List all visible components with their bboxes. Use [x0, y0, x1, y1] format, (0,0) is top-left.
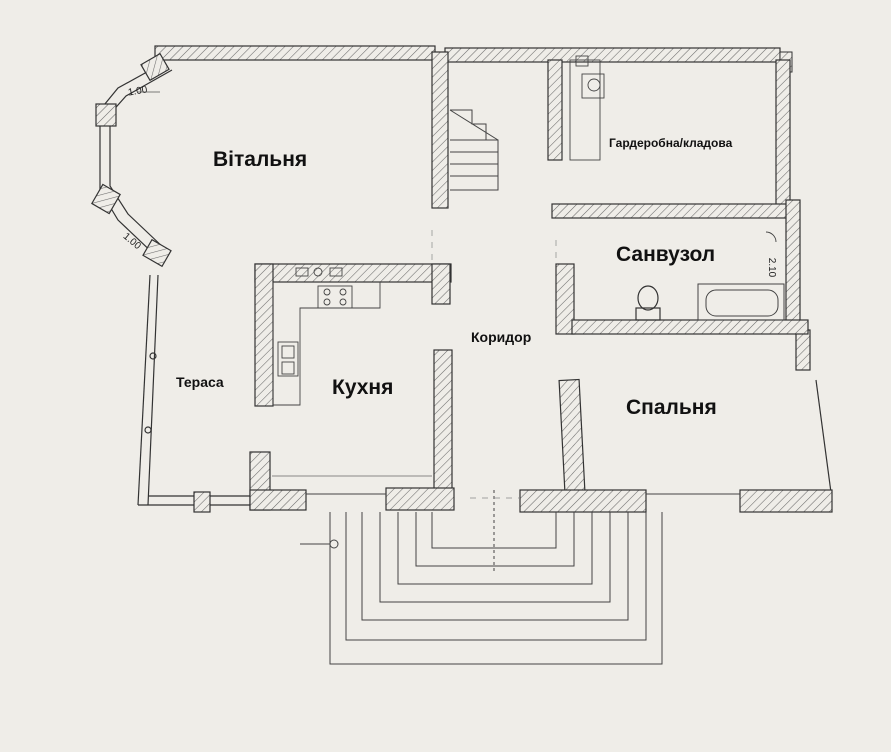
wall-top [154, 45, 793, 73]
wall-bottom [249, 451, 833, 513]
dimension-bath-wall: 2.10 [766, 257, 778, 278]
staircase [449, 109, 499, 191]
bathtub [697, 283, 785, 321]
kitchen-counter [272, 267, 381, 406]
room-label-wardrobe: Гардеробна/кладова [609, 136, 733, 150]
wall-right [785, 199, 833, 501]
room-label-bedroom: Спальня [626, 396, 717, 419]
toilet [635, 285, 661, 321]
room-label-corridor: Коридор [471, 329, 532, 345]
wardrobe-walls [547, 59, 793, 219]
room-label-bathroom: Санвузол [616, 243, 716, 266]
kitchen-walls [254, 263, 453, 491]
bath-door-arc [765, 231, 777, 243]
room-label-terrace: Тераса [176, 374, 224, 390]
bay-window [91, 52, 173, 268]
bathroom-walls [555, 263, 809, 335]
wardrobe-fixture [575, 55, 605, 99]
bedroom-left-wall [558, 378, 586, 494]
room-label-kitchen: Кухня [332, 376, 394, 399]
terrace [137, 274, 250, 513]
stair-wall [431, 51, 449, 209]
room-label-living: Вітальня [213, 148, 308, 171]
axis-lines [431, 230, 557, 499]
entrance-steps [300, 490, 663, 665]
